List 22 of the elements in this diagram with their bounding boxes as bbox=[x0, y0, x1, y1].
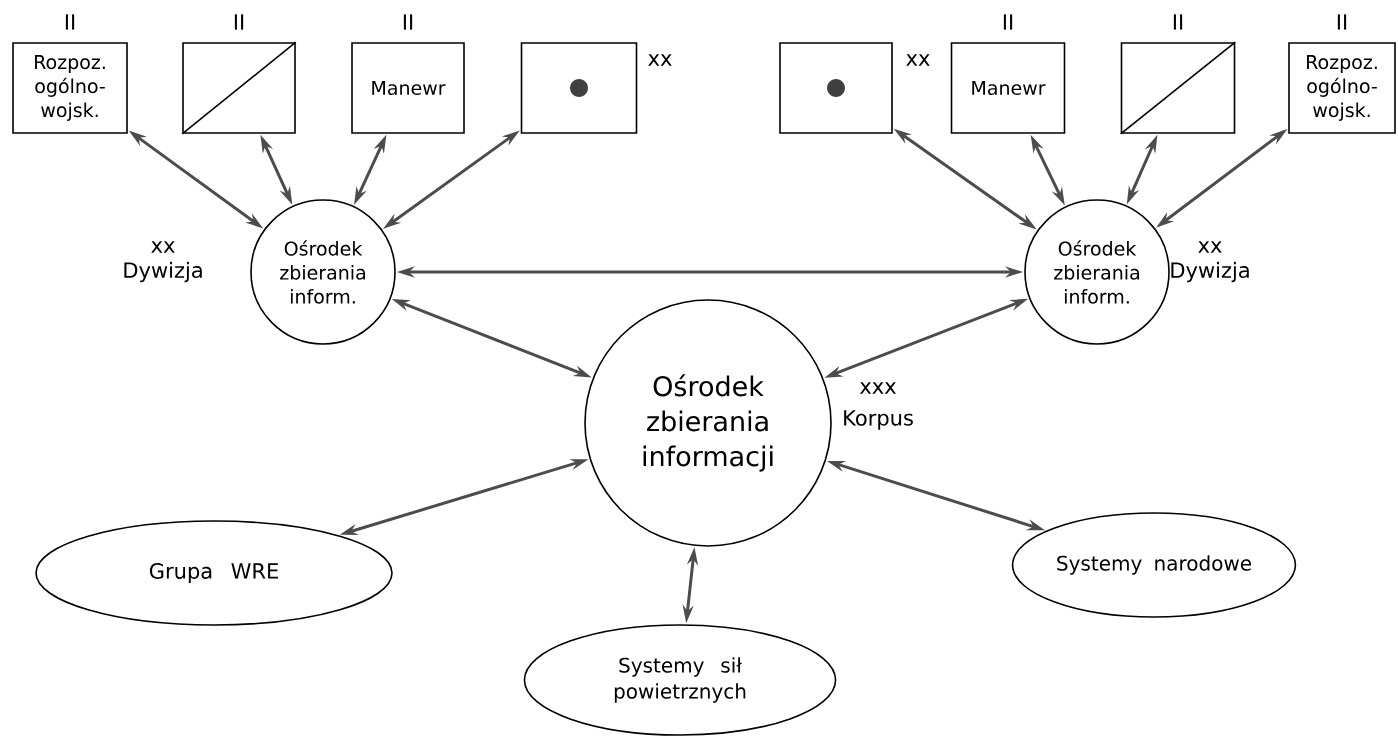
unit-label: xx bbox=[1198, 241, 1222, 253]
unit-symbol-box bbox=[520, 42, 638, 134]
unit-box: Manewr bbox=[351, 42, 465, 134]
unit-box: Manewr bbox=[950, 42, 1066, 134]
unit-label: Dywizja bbox=[124, 261, 202, 283]
unit-label: Korpus bbox=[844, 410, 913, 430]
unit-label: II bbox=[1003, 14, 1013, 30]
unit-label: xxx bbox=[860, 382, 896, 394]
unit-symbol-box bbox=[1119, 41, 1237, 135]
unit-symbol-box bbox=[779, 42, 893, 134]
unit-label: II bbox=[65, 14, 75, 30]
unit-label: xx bbox=[151, 241, 175, 253]
unit-label: II bbox=[403, 14, 413, 30]
unit-label: xx bbox=[648, 54, 672, 66]
unit-label: xx bbox=[906, 54, 930, 66]
unit-box: Rozpoz. ogólno-wojsk. bbox=[12, 42, 128, 134]
unit-box: Rozpoz. ogólno-wojsk. bbox=[1288, 42, 1396, 134]
unit-label: Dywizja bbox=[1171, 261, 1249, 283]
unit-label: II bbox=[1173, 14, 1183, 30]
unit-symbol-box bbox=[181, 41, 297, 135]
unit-label: II bbox=[234, 14, 244, 30]
unit-label: II bbox=[1337, 14, 1347, 30]
